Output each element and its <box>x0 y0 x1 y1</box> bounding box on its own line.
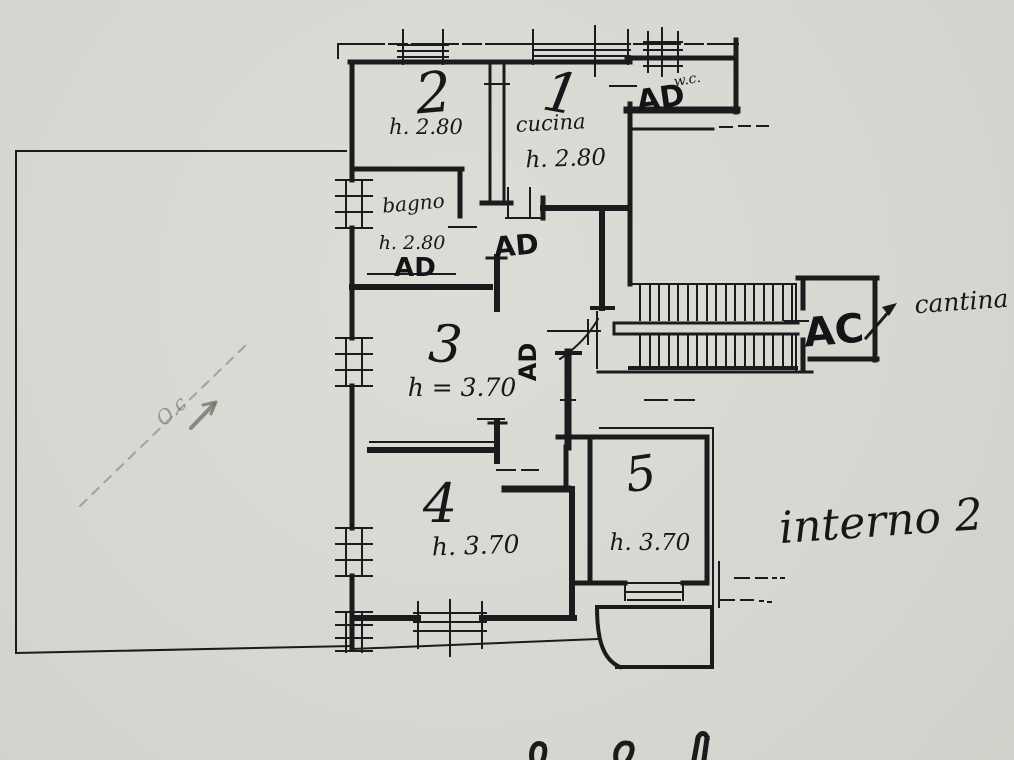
partial-handwriting <box>529 731 710 760</box>
door-dash-marks <box>448 85 809 471</box>
cantina-access-room <box>795 275 880 373</box>
corridor-door-code: AD <box>492 227 540 264</box>
room-2-height: h. 2.80 <box>389 115 463 139</box>
room-2-number: 2 <box>412 60 454 128</box>
room-5-height: h. 3.70 <box>610 530 691 556</box>
pencil-note-text: O.c <box>151 391 191 431</box>
balcony-outline <box>594 561 785 670</box>
staircase <box>596 283 814 374</box>
room-3-number: 3 <box>426 314 464 377</box>
bagno-name: bagno <box>381 188 445 217</box>
room-4-height: h. 3.70 <box>431 529 520 561</box>
room-1-height: h. 2.80 <box>525 145 607 174</box>
wc-door-code: AD <box>634 78 687 119</box>
room-3-height: h = 3.70 <box>408 373 517 402</box>
cantina-label: cantina <box>913 284 1009 319</box>
unit-label: interno 2 <box>777 489 984 554</box>
window-symbols <box>335 25 684 657</box>
garden-outline <box>14 150 354 655</box>
room-5-number: 5 <box>622 444 660 504</box>
wc-name: w.c. <box>673 70 702 90</box>
cantina-arrow <box>863 303 897 341</box>
room-4-number: 4 <box>422 472 457 535</box>
cantina-door-code: AC <box>802 306 866 357</box>
pencil-annotation: O.c <box>79 342 249 507</box>
apartment-walls <box>347 37 769 651</box>
bagno-height: h. 2.80 <box>379 232 446 254</box>
entry-door-code: AD <box>514 343 542 382</box>
room-1-name: cucina <box>515 109 586 137</box>
bagno-door-code: AD <box>394 253 436 283</box>
